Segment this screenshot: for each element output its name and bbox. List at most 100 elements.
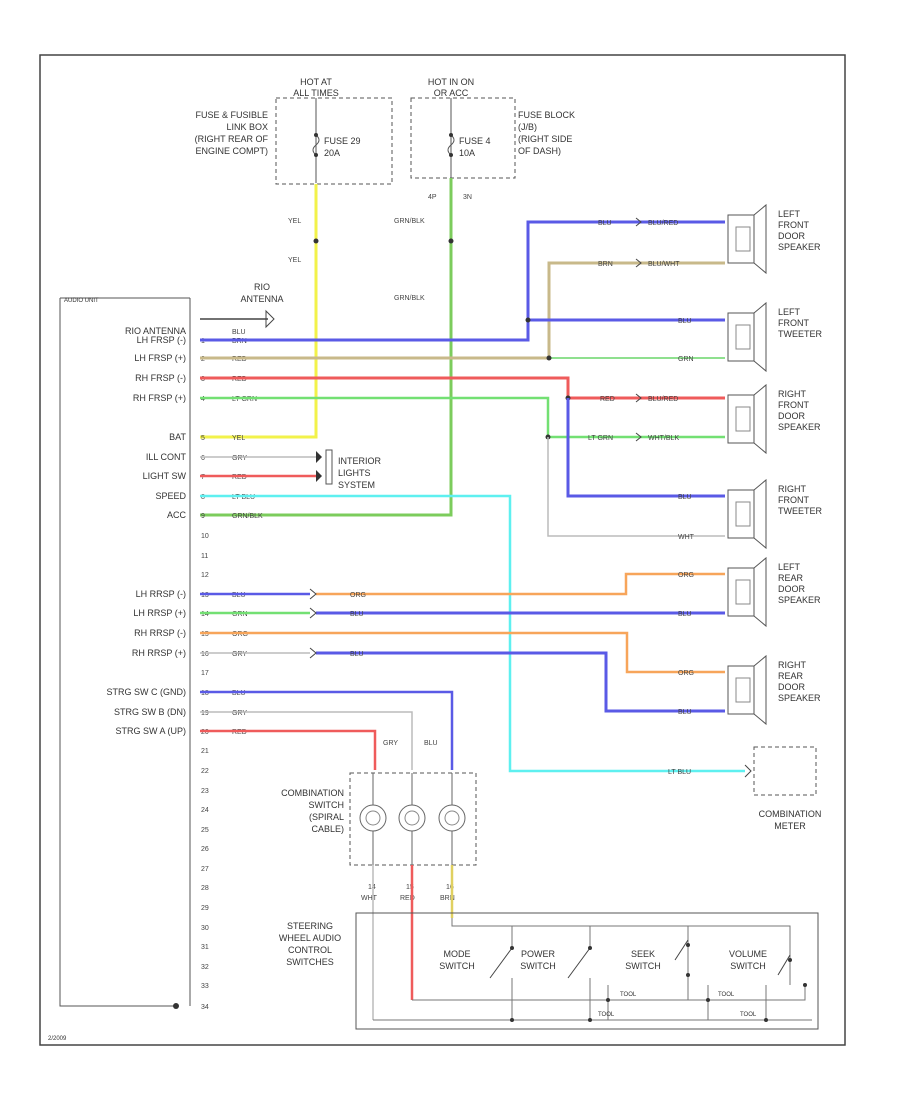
- speaker-coil: [735, 406, 751, 432]
- svg-text:WHEEL AUDIO: WHEEL AUDIO: [279, 933, 341, 943]
- wire-ltgrn-rf: [200, 396, 725, 439]
- wire-blu-rf-tweeter: [566, 398, 725, 498]
- volume-tag-2: TOOL: [740, 1012, 757, 1018]
- switch-contacts: [489, 939, 791, 979]
- fuse-box-right-description: FUSE BLOCK (J/B) (RIGHT SIDE OF DASH): [518, 110, 575, 156]
- speaker-magnet: [727, 567, 755, 617]
- fuse-right-pin-b: 3N: [463, 194, 472, 201]
- audio-unit-wire-color: GRY: [232, 455, 247, 462]
- svg-text:HOT AT: HOT AT: [300, 77, 332, 87]
- seek-switch-label: SEEK SWITCH: [625, 949, 661, 971]
- svg-text:BLU: BLU: [678, 611, 692, 618]
- audio-unit-pin-name: LH FRSP (-): [137, 335, 186, 345]
- speaker-wire-labels: BLU BLU/RED BRN BLU/WHT BLU GRN RED BLU/…: [588, 220, 695, 716]
- svg-text:SWITCH: SWITCH: [520, 961, 556, 971]
- svg-text:RED: RED: [400, 895, 415, 902]
- svg-text:OR ACC: OR ACC: [434, 88, 469, 98]
- speaker-label: DOOR: [778, 682, 806, 692]
- audio-unit-pin-number: 34: [201, 1004, 209, 1011]
- wire-gry-strg-b: [200, 711, 413, 770]
- svg-text:BRN: BRN: [440, 895, 455, 902]
- wire-wht-rf-tweeter: [547, 437, 725, 537]
- combo-bottom-pins: 14 WHT 15 RED 16 BRN: [361, 884, 455, 902]
- svg-text:(RIGHT SIDE: (RIGHT SIDE: [518, 134, 572, 144]
- speaker-label: RIGHT: [778, 484, 807, 494]
- svg-text:MODE: MODE: [444, 949, 471, 959]
- svg-text:CABLE): CABLE): [311, 824, 344, 834]
- footer-code: 2/2009: [48, 1036, 67, 1042]
- svg-text:AUDIO UNIT: AUDIO UNIT: [64, 298, 99, 304]
- speaker-label: REAR: [778, 573, 804, 583]
- seek-tag-1: TOOL: [620, 992, 637, 998]
- wire-blu-lf-tweeter: [526, 318, 725, 340]
- audio-unit-row: 24: [201, 807, 209, 814]
- svg-text:GRN: GRN: [678, 356, 694, 363]
- audio-unit-pin-number: 29: [201, 905, 209, 912]
- audio-unit-row: 32: [201, 964, 209, 971]
- audio-unit-row: 17: [201, 670, 209, 677]
- speaker-coil: [735, 324, 751, 350]
- svg-text:CONTROL: CONTROL: [288, 945, 332, 955]
- audio-unit-row: 30: [201, 925, 209, 932]
- speaker-magnet: [727, 665, 755, 715]
- audio-unit-wire-color: RED: [232, 729, 247, 736]
- switch-junction-dots: [510, 943, 807, 1022]
- svg-text:SYSTEM: SYSTEM: [338, 480, 375, 490]
- speaker-cone: [753, 654, 767, 726]
- audio-unit-pin-number: 26: [201, 846, 209, 853]
- svg-text:FUSE 29: FUSE 29: [324, 136, 361, 146]
- audio-unit-row: 26: [201, 846, 209, 853]
- svg-text:STEERING: STEERING: [287, 921, 333, 931]
- svg-text:COMBINATION: COMBINATION: [759, 809, 822, 819]
- fuse-right-pin-a: 4P: [428, 194, 437, 201]
- audio-unit-wire-color: BLU: [232, 329, 246, 336]
- audio-unit-pin-name: LIGHT SW: [143, 471, 187, 481]
- combination-switch-box: [349, 772, 477, 866]
- wire-org-lr: [316, 572, 725, 596]
- speaker-label: RIGHT: [778, 389, 807, 399]
- wire-red-rf: [200, 376, 725, 400]
- wire-label-grnblk-1: GRN/BLK: [394, 218, 425, 225]
- speaker-label: FRONT: [778, 400, 809, 410]
- speaker-label: REAR: [778, 671, 804, 681]
- svg-text:HOT IN ON: HOT IN ON: [428, 77, 474, 87]
- svg-text:ORG: ORG: [678, 670, 694, 677]
- audio-unit-row: 28: [201, 885, 209, 892]
- speaker-magnet: [727, 214, 755, 264]
- svg-text:14: 14: [368, 884, 376, 891]
- audio-unit-row: 25: [201, 827, 209, 834]
- svg-text:LINK BOX: LINK BOX: [226, 122, 268, 132]
- audio-unit-row: 29: [201, 905, 209, 912]
- volume-tag-1: TOOL: [718, 992, 735, 998]
- audio-unit-row: 34: [201, 1004, 209, 1011]
- hot-label-right: HOT IN ON OR ACC: [428, 77, 474, 98]
- diagram-frame: [39, 54, 846, 1046]
- spiral-cable-coils: [359, 773, 466, 865]
- audio-unit-row: 11: [201, 553, 208, 560]
- audio-unit-row: 27: [201, 866, 209, 873]
- audio-unit-pin-number: 10: [201, 533, 209, 540]
- speaker-label: FRONT: [778, 220, 809, 230]
- speaker-label: FRONT: [778, 495, 809, 505]
- speaker-coil: [735, 677, 751, 703]
- svg-text:BLU/RED: BLU/RED: [648, 396, 678, 403]
- svg-text:ENGINE COMPT): ENGINE COMPT): [195, 146, 268, 156]
- audio-unit-pin-name: RIO ANTENNA: [125, 326, 186, 336]
- speaker-label: SPEAKER: [778, 693, 821, 703]
- audio-unit-wire-color: YEL: [232, 435, 245, 442]
- combination-meter-label: COMBINATION METER: [759, 809, 822, 831]
- svg-text:LT GRN: LT GRN: [588, 435, 613, 442]
- audio-unit-pin-number: 22: [201, 768, 209, 775]
- svg-text:(RIGHT REAR OF: (RIGHT REAR OF: [195, 134, 269, 144]
- audio-unit-pin-number: 17: [201, 670, 209, 677]
- audio-unit-pin-number: 24: [201, 807, 209, 814]
- svg-text:WHT: WHT: [361, 895, 378, 902]
- wire-label-yel-2: YEL: [288, 257, 301, 264]
- wire-blu-rr: [316, 651, 725, 713]
- speaker-cone: [753, 556, 767, 628]
